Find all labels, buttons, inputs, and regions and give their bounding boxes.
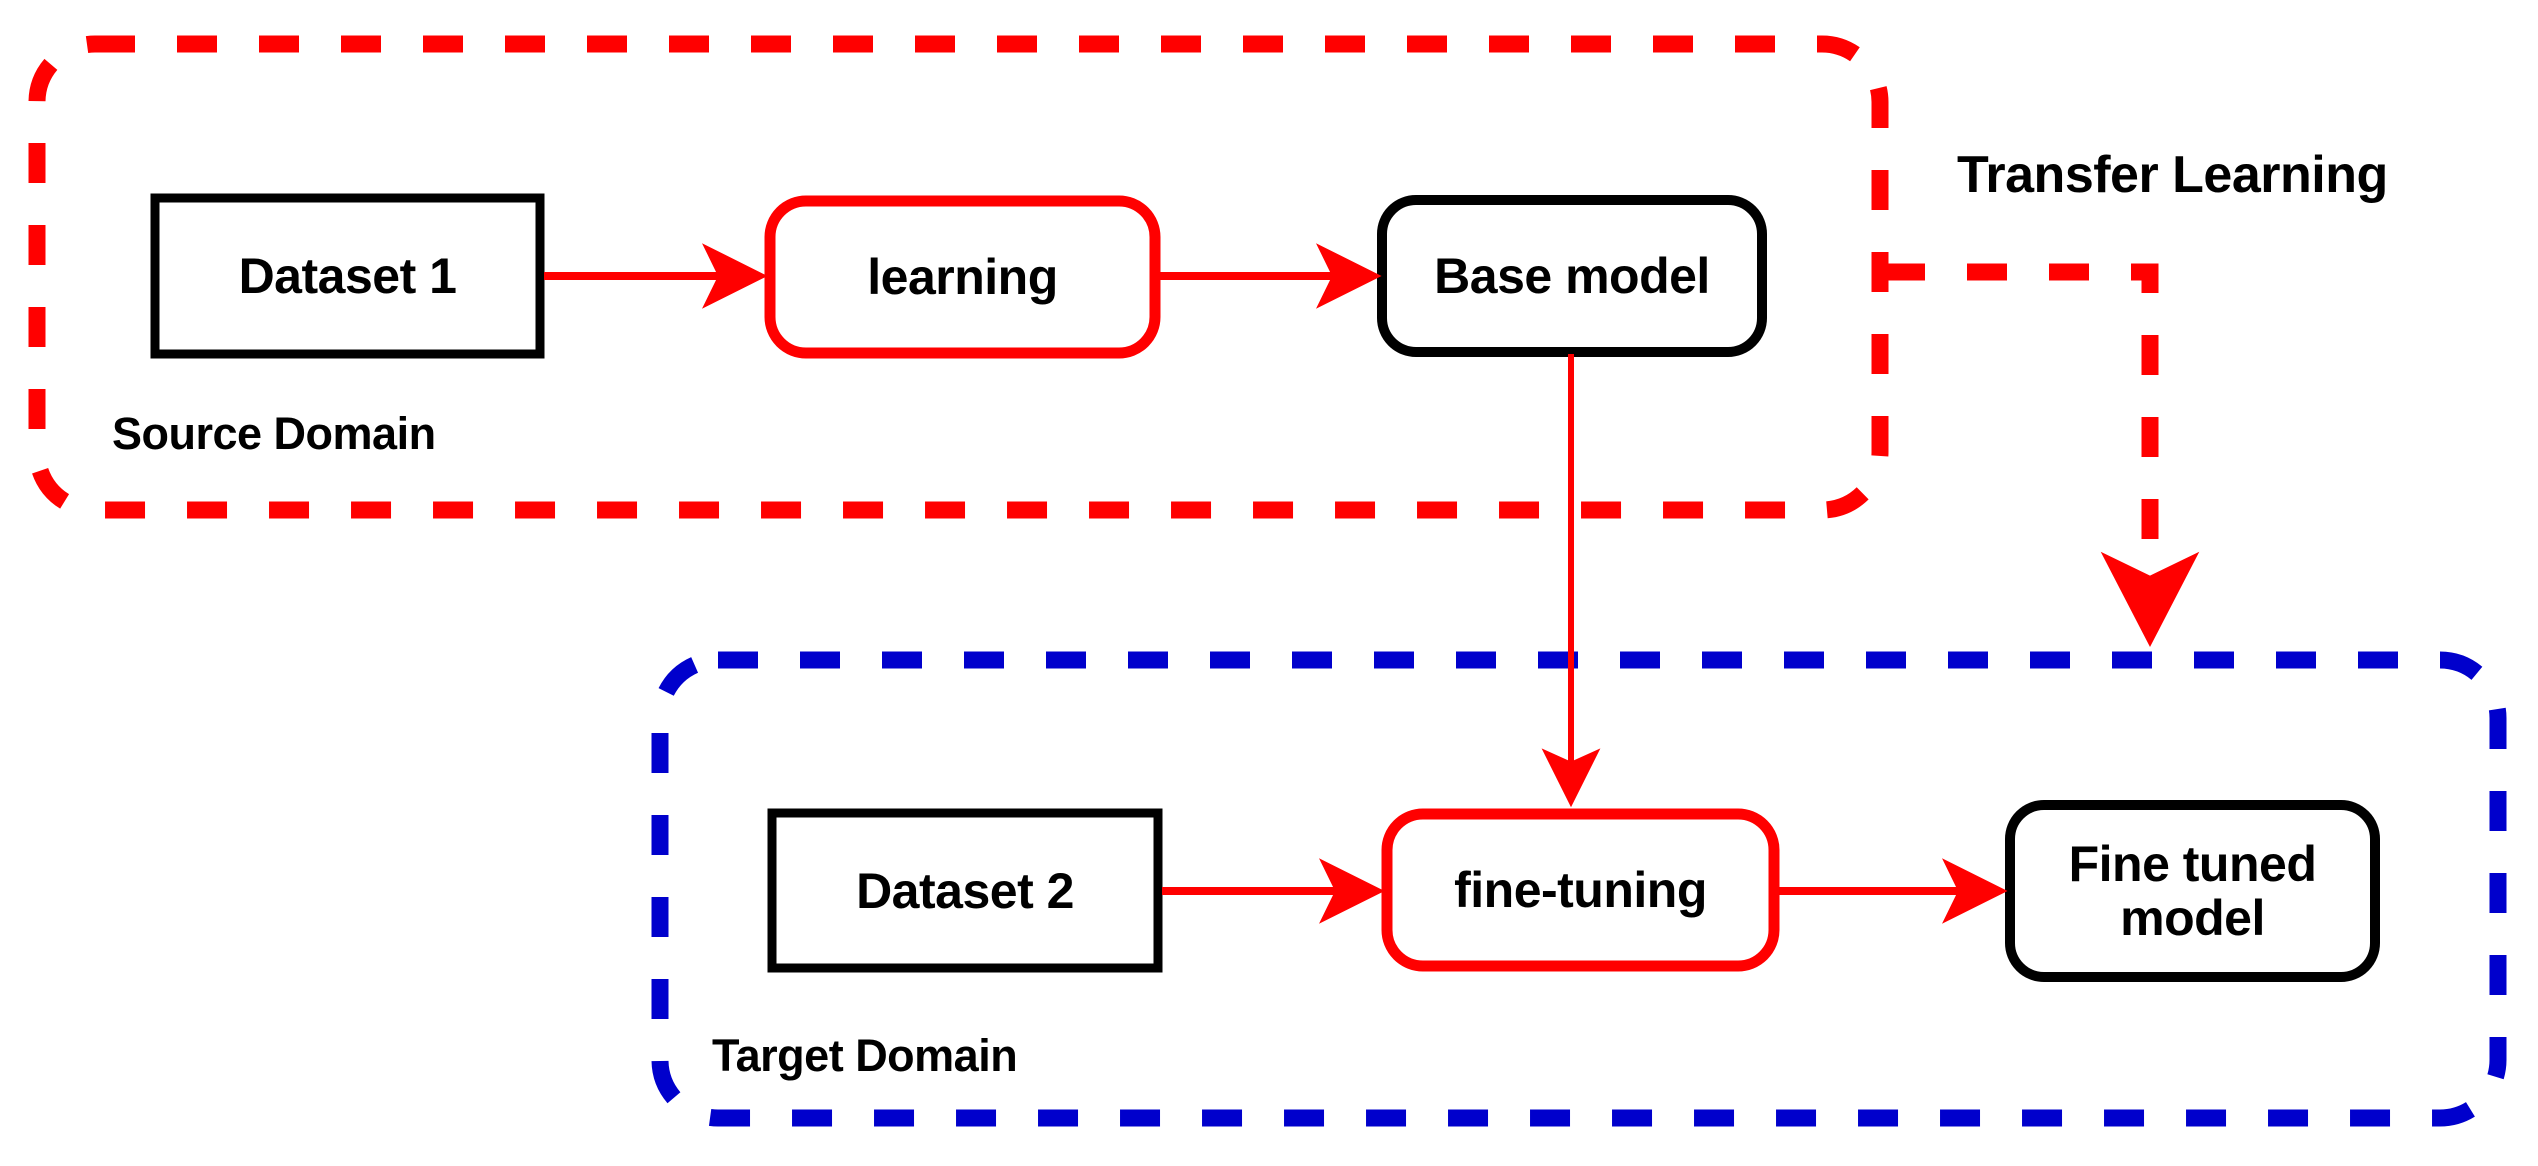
transfer-learning-connector — [1885, 263, 2200, 648]
node-base-model-shape[interactable] — [1377, 195, 1767, 357]
transfer-learning-title: Transfer Learning — [1957, 146, 2388, 204]
source-domain-caption: Source Domain — [112, 408, 436, 459]
node-dataset-2-shape[interactable] — [767, 808, 1163, 973]
node-dataset-1-shape[interactable] — [150, 193, 545, 359]
source-domain-boundary — [28, 35, 1889, 519]
node-fine-tuned-model-shape[interactable] — [2005, 800, 2380, 982]
target-domain-boundary — [651, 651, 2507, 1127]
target-domain-caption: Target Domain — [712, 1030, 1018, 1081]
node-learning-shape[interactable] — [764, 195, 1161, 359]
node-fine-tuning-shape[interactable] — [1381, 808, 1780, 972]
